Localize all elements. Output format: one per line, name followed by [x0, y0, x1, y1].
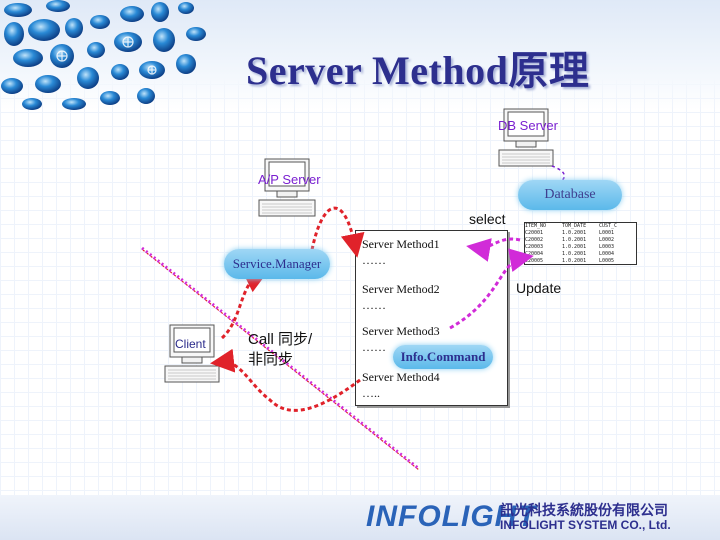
bubble-logo	[1, 0, 206, 110]
server-method-4: Server Method4 …..	[362, 369, 440, 401]
call-label-line1: Call 同步/	[248, 331, 313, 348]
db-server-computer-icon	[498, 108, 554, 167]
info-command-pill: Info.Command	[393, 345, 493, 369]
client-computer-icon	[164, 324, 220, 383]
server-method-1: Server Method1 ……	[362, 236, 440, 268]
company-logo: INFOLIGHT	[366, 500, 537, 533]
table-cell: L0004	[599, 251, 615, 257]
update-label: Update	[516, 280, 562, 296]
table-cell: C20003	[525, 244, 544, 250]
table-cell: C20002	[525, 237, 544, 243]
select-label: select	[469, 211, 506, 227]
server-method-name: Server Method3	[362, 324, 440, 338]
footer-band	[0, 495, 720, 540]
header-band	[0, 0, 720, 110]
table-header-row: ITEM_NO TOM_DATE CUST_C	[525, 223, 636, 230]
call-label-line2: 非同步	[248, 351, 294, 368]
table-cell: 1.0.2001	[562, 258, 587, 264]
client-label: Client	[175, 337, 206, 351]
table-row: C20004 1.0.2001 L0004	[525, 251, 636, 258]
server-method-dots: …..	[362, 386, 380, 400]
slide-title: Server Method原理	[246, 48, 590, 93]
call-label: Call 同步/ 非同步	[248, 330, 312, 370]
company-name-en: INFOLIGHT SYSTEM CO., Ltd.	[500, 518, 671, 532]
server-method-name: Server Method2	[362, 282, 440, 296]
database-table: ITEM_NO TOM_DATE CUST_C C20001 1.0.2001 …	[524, 222, 637, 265]
table-cell: C20004	[525, 251, 544, 257]
table-row: C20001 1.0.2001 L0001	[525, 230, 636, 237]
company-name-cn: 訊光科技系統股份有限公司	[500, 503, 668, 519]
table-cell: L0003	[599, 244, 615, 250]
ap-server-label: A/P Server	[258, 172, 321, 187]
service-manager-pill: Service.Manager	[224, 249, 330, 279]
ap-server-computer-icon	[258, 158, 316, 217]
table-header-cell: TOM_DATE	[562, 223, 587, 229]
database-pill: Database	[518, 180, 622, 210]
server-method-name: Server Method1	[362, 237, 440, 251]
table-header-cell: CUST_C	[599, 223, 618, 229]
table-cell: C20005	[525, 258, 544, 264]
server-method-name: Server Method4	[362, 370, 440, 384]
table-header-cell: ITEM_NO	[525, 223, 547, 229]
table-cell: L0005	[599, 258, 615, 264]
table-cell: L0002	[599, 237, 615, 243]
table-row: C20003 1.0.2001 L0003	[525, 244, 636, 251]
db-server-label: DB Server	[498, 118, 558, 133]
table-cell: 1.0.2001	[562, 251, 587, 257]
table-cell: L0001	[599, 230, 615, 236]
table-cell: 1.0.2001	[562, 244, 587, 250]
server-method-2: Server Method2 ……	[362, 281, 440, 313]
table-cell: 1.0.2001	[562, 230, 587, 236]
server-method-dots: ……	[362, 298, 386, 312]
server-method-dots: ……	[362, 253, 386, 267]
table-row: C20002 1.0.2001 L0002	[525, 237, 636, 244]
table-row: C20005 1.0.2001 L0005	[525, 258, 636, 264]
table-cell: C20001	[525, 230, 544, 236]
table-cell: 1.0.2001	[562, 237, 587, 243]
